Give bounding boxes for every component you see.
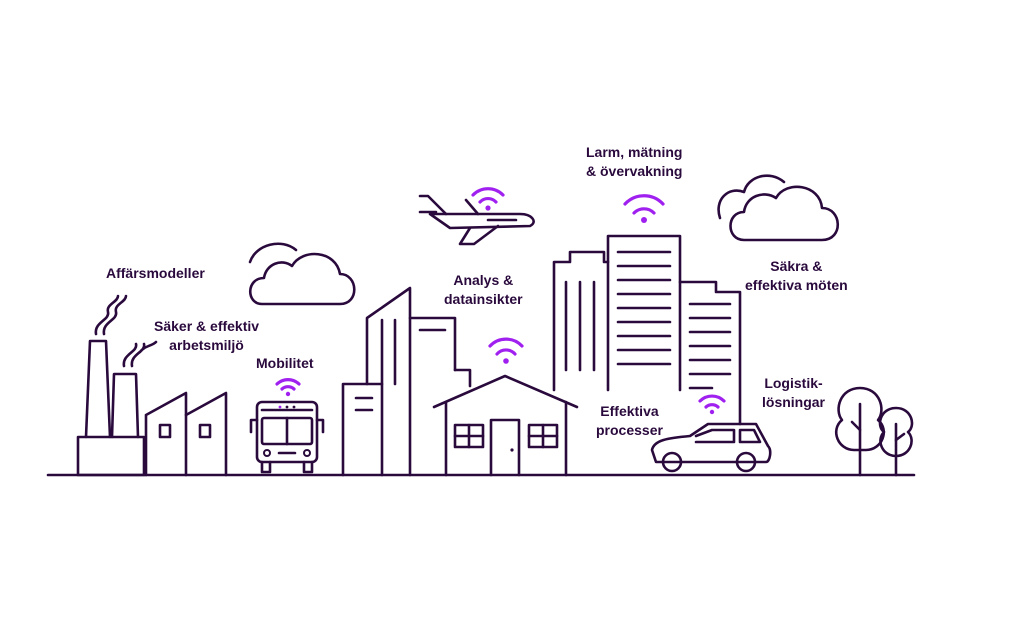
label-alarm-line1: Larm, mätning: [586, 144, 683, 160]
label-meetings: Säkra & effektiva möten: [745, 257, 848, 295]
skyscraper-icon: [341, 286, 472, 477]
airplane-icon: [418, 194, 535, 246]
label-processes-line1: Effektiva: [600, 403, 659, 419]
label-mobility-text: Mobilitet: [256, 355, 314, 371]
label-meetings-line1: Säkra &: [770, 258, 823, 274]
label-analytics-line2: datainsikter: [444, 291, 523, 307]
house-icon: [432, 374, 579, 477]
wifi-icon: [488, 337, 524, 364]
label-safe-workplace: Säker & effektiv arbetsmiljö: [154, 317, 259, 355]
label-processes-line2: processer: [596, 422, 663, 438]
label-safe-workplace-line2: arbetsmiljö: [169, 337, 244, 353]
label-business-models: Affärsmodeller: [106, 264, 205, 283]
label-logistics-line2: lösningar: [762, 394, 826, 410]
label-meetings-line2: effektiva möten: [745, 277, 848, 293]
label-analytics: Analys & datainsikter: [444, 271, 523, 309]
label-business-models-text: Affärsmodeller: [106, 265, 205, 281]
wifi-icon: [623, 194, 665, 223]
tree-icon: [835, 386, 914, 477]
wifi-icon: [698, 394, 726, 415]
bus-icon: [249, 400, 325, 474]
wifi-icon: [275, 378, 301, 397]
label-alarm-line2: & övervakning: [586, 163, 683, 179]
label-safe-workplace-line1: Säker & effektiv: [154, 318, 260, 334]
cloud-icon: [717, 174, 839, 242]
car-icon: [650, 422, 772, 473]
label-alarm: Larm, mätning & övervakning: [586, 143, 682, 181]
wifi-icon: [471, 187, 505, 211]
factory-icon: [76, 294, 228, 477]
label-processes: Effektiva processer: [596, 402, 663, 440]
label-logistics: Logistik- lösningar: [762, 374, 825, 412]
label-mobility: Mobilitet: [256, 354, 314, 373]
label-analytics-line1: Analys &: [453, 272, 514, 288]
skyscraper-icon: [552, 234, 742, 426]
label-logistics-line1: Logistik-: [764, 375, 823, 391]
cloud-icon: [248, 242, 356, 306]
